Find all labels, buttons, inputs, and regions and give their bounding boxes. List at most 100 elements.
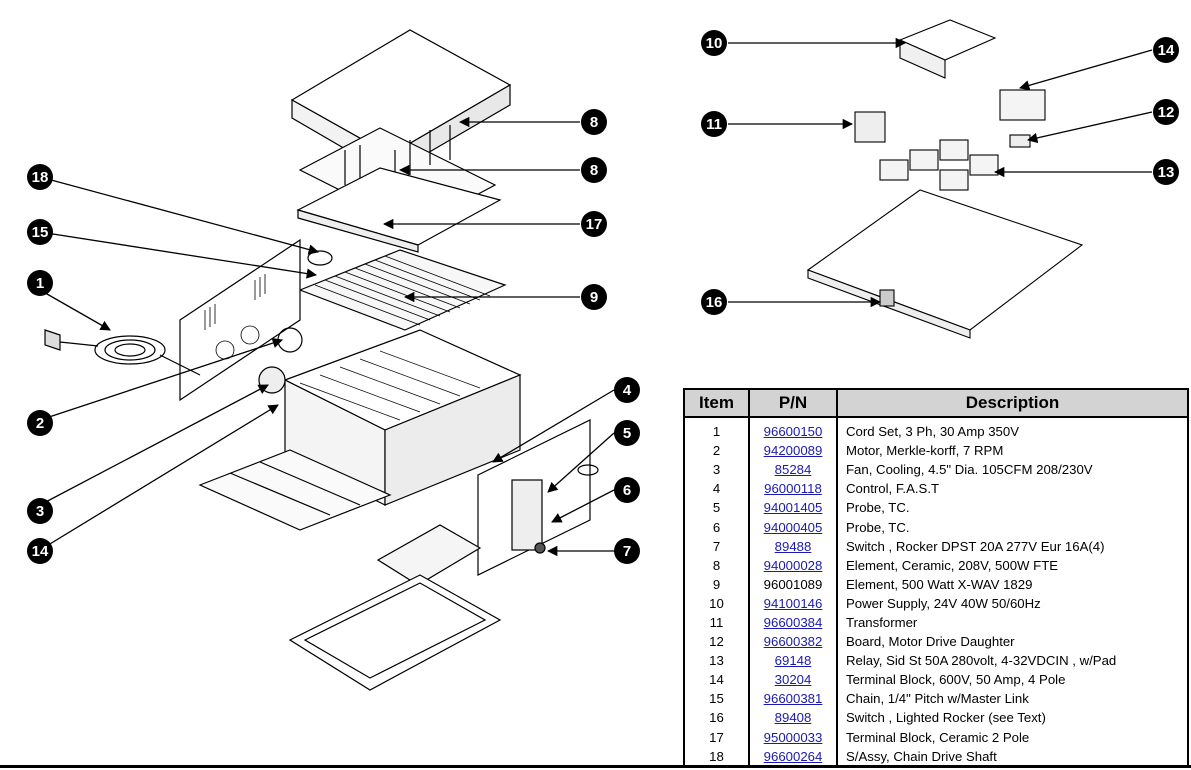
- part-number-link[interactable]: 89488: [774, 538, 812, 554]
- item-number: 8: [683, 555, 750, 575]
- item-number: 15: [683, 689, 750, 709]
- part-number-cell: 94100146: [749, 593, 838, 613]
- part-number-text: 96001089: [763, 576, 823, 592]
- table-row: 5 94001405 Probe, TC.: [683, 498, 1189, 518]
- part-number-cell: 94000405: [749, 517, 838, 537]
- item-number: 14: [683, 670, 750, 690]
- part-description: Control, F.A.S.T: [837, 479, 1189, 499]
- item-number: 17: [683, 727, 750, 747]
- table-row: 4 96000118 Control, F.A.S.T: [683, 479, 1189, 499]
- part-number-link[interactable]: 96600264: [763, 748, 823, 764]
- part-description: Switch , Lighted Rocker (see Text): [837, 708, 1189, 728]
- part-number-cell: 69148: [749, 651, 838, 671]
- part-description: Terminal Block, 600V, 50 Amp, 4 Pole: [837, 670, 1189, 690]
- part-number-link[interactable]: 94000405: [763, 519, 823, 535]
- callout-markers: 1 2 3 4 5 6 7 8 8 9 10 11 12 13 14 14 15…: [27, 30, 1179, 564]
- callout-5: 5: [614, 420, 640, 446]
- callout-17: 17: [581, 211, 607, 237]
- part-number-link[interactable]: 96600384: [763, 614, 823, 630]
- svg-text:3: 3: [36, 503, 44, 520]
- item-number: 1: [683, 417, 750, 442]
- header-description: Description: [836, 388, 1189, 418]
- item-number: 13: [683, 651, 750, 671]
- callout-13: 13: [1153, 159, 1179, 185]
- item-number: 6: [683, 517, 750, 537]
- svg-text:6: 6: [623, 482, 631, 499]
- part-description: Cord Set, 3 Ph, 30 Amp 350V: [837, 417, 1189, 442]
- svg-text:4: 4: [623, 382, 632, 399]
- part-number-link[interactable]: 94000028: [763, 557, 823, 573]
- svg-text:12: 12: [1158, 104, 1175, 121]
- table-row: 8 94000028 Element, Ceramic, 208V, 500W FT…: [683, 555, 1189, 575]
- part-number-cell: 96600382: [749, 632, 838, 652]
- part-number-link[interactable]: 96000118: [764, 481, 822, 497]
- part-description: Board, Motor Drive Daughter: [837, 632, 1189, 652]
- callout-14-right: 14: [1153, 37, 1179, 63]
- part-description: Power Supply, 24V 40W 50/60Hz: [837, 593, 1189, 613]
- part-number-cell: 94001405: [749, 498, 838, 518]
- callout-18: 18: [27, 164, 53, 190]
- header-pn: P/N: [748, 388, 838, 418]
- part-number-link[interactable]: 96600382: [763, 634, 823, 650]
- item-number: 2: [683, 441, 750, 461]
- bottom-rule: [0, 765, 1191, 768]
- part-description: Probe, TC.: [837, 498, 1189, 518]
- part-number-link[interactable]: 94001405: [763, 500, 823, 516]
- callout-11: 11: [701, 111, 727, 137]
- callout-3: 3: [27, 498, 53, 524]
- leader-lines: [39, 37, 1153, 557]
- item-number: 3: [683, 460, 750, 480]
- item-number: 16: [683, 708, 750, 728]
- part-number-link[interactable]: 69148: [774, 653, 812, 669]
- part-description: Element, Ceramic, 208V, 500W FTE: [837, 555, 1189, 575]
- callout-10: 10: [701, 30, 727, 56]
- table-row: 13 69148 Relay, Sid St 50A 280volt, 4-32VD…: [683, 651, 1189, 671]
- part-description: Probe, TC.: [837, 517, 1189, 537]
- callout-9: 9: [581, 284, 607, 310]
- part-number-link[interactable]: 85284: [774, 462, 812, 478]
- item-number: 4: [683, 479, 750, 499]
- part-number-cell: 96600264: [749, 746, 838, 768]
- parts-list-table: Item P/N Description 1 96600150 Cord Set, …: [683, 388, 1189, 768]
- svg-text:16: 16: [706, 294, 723, 311]
- svg-text:8: 8: [590, 162, 598, 179]
- part-number-link[interactable]: 94100146: [763, 595, 823, 611]
- part-description: Relay, Sid St 50A 280volt, 4-32VDCIN , w…: [837, 651, 1189, 671]
- part-number-cell: 94000028: [749, 555, 838, 575]
- part-number-cell: 96600384: [749, 612, 838, 633]
- item-number: 5: [683, 498, 750, 518]
- part-number-link[interactable]: 95000033: [763, 729, 823, 745]
- part-number-cell: 96600150: [749, 417, 838, 442]
- part-number-link[interactable]: 89408: [774, 710, 812, 726]
- part-number-cell: 89488: [749, 536, 838, 556]
- callout-1: 1: [27, 270, 53, 296]
- part-description: Terminal Block, Ceramic 2 Pole: [837, 727, 1189, 747]
- part-number-link[interactable]: 96600381: [763, 691, 823, 707]
- svg-text:2: 2: [36, 415, 44, 432]
- callout-8-lower: 8: [581, 157, 607, 183]
- svg-text:17: 17: [586, 216, 603, 233]
- table-row: 14 30204 Terminal Block, 600V, 50 Amp, 4 P…: [683, 670, 1189, 690]
- callout-8-upper: 8: [581, 109, 607, 135]
- part-number-link[interactable]: 94200089: [763, 443, 823, 459]
- item-number: 7: [683, 536, 750, 556]
- callout-14-left: 14: [27, 538, 53, 564]
- part-number-cell: 89408: [749, 708, 838, 728]
- part-description: Switch , Rocker DPST 20A 277V Eur 16A(4): [837, 536, 1189, 556]
- item-number: 10: [683, 593, 750, 613]
- svg-text:18: 18: [32, 169, 49, 186]
- part-number-cell: 85284: [749, 460, 838, 480]
- callout-15: 15: [27, 219, 53, 245]
- part-number-link[interactable]: 30204: [774, 672, 812, 688]
- part-number-link[interactable]: 96600150: [763, 424, 823, 440]
- table-row: 10 94100146 Power Supply, 24V 40W 50/60Hz: [683, 593, 1189, 613]
- part-description: Element, 500 Watt X-WAV 1829: [837, 574, 1189, 594]
- table-header-row: Item P/N Description: [683, 388, 1189, 418]
- svg-text:10: 10: [706, 35, 723, 52]
